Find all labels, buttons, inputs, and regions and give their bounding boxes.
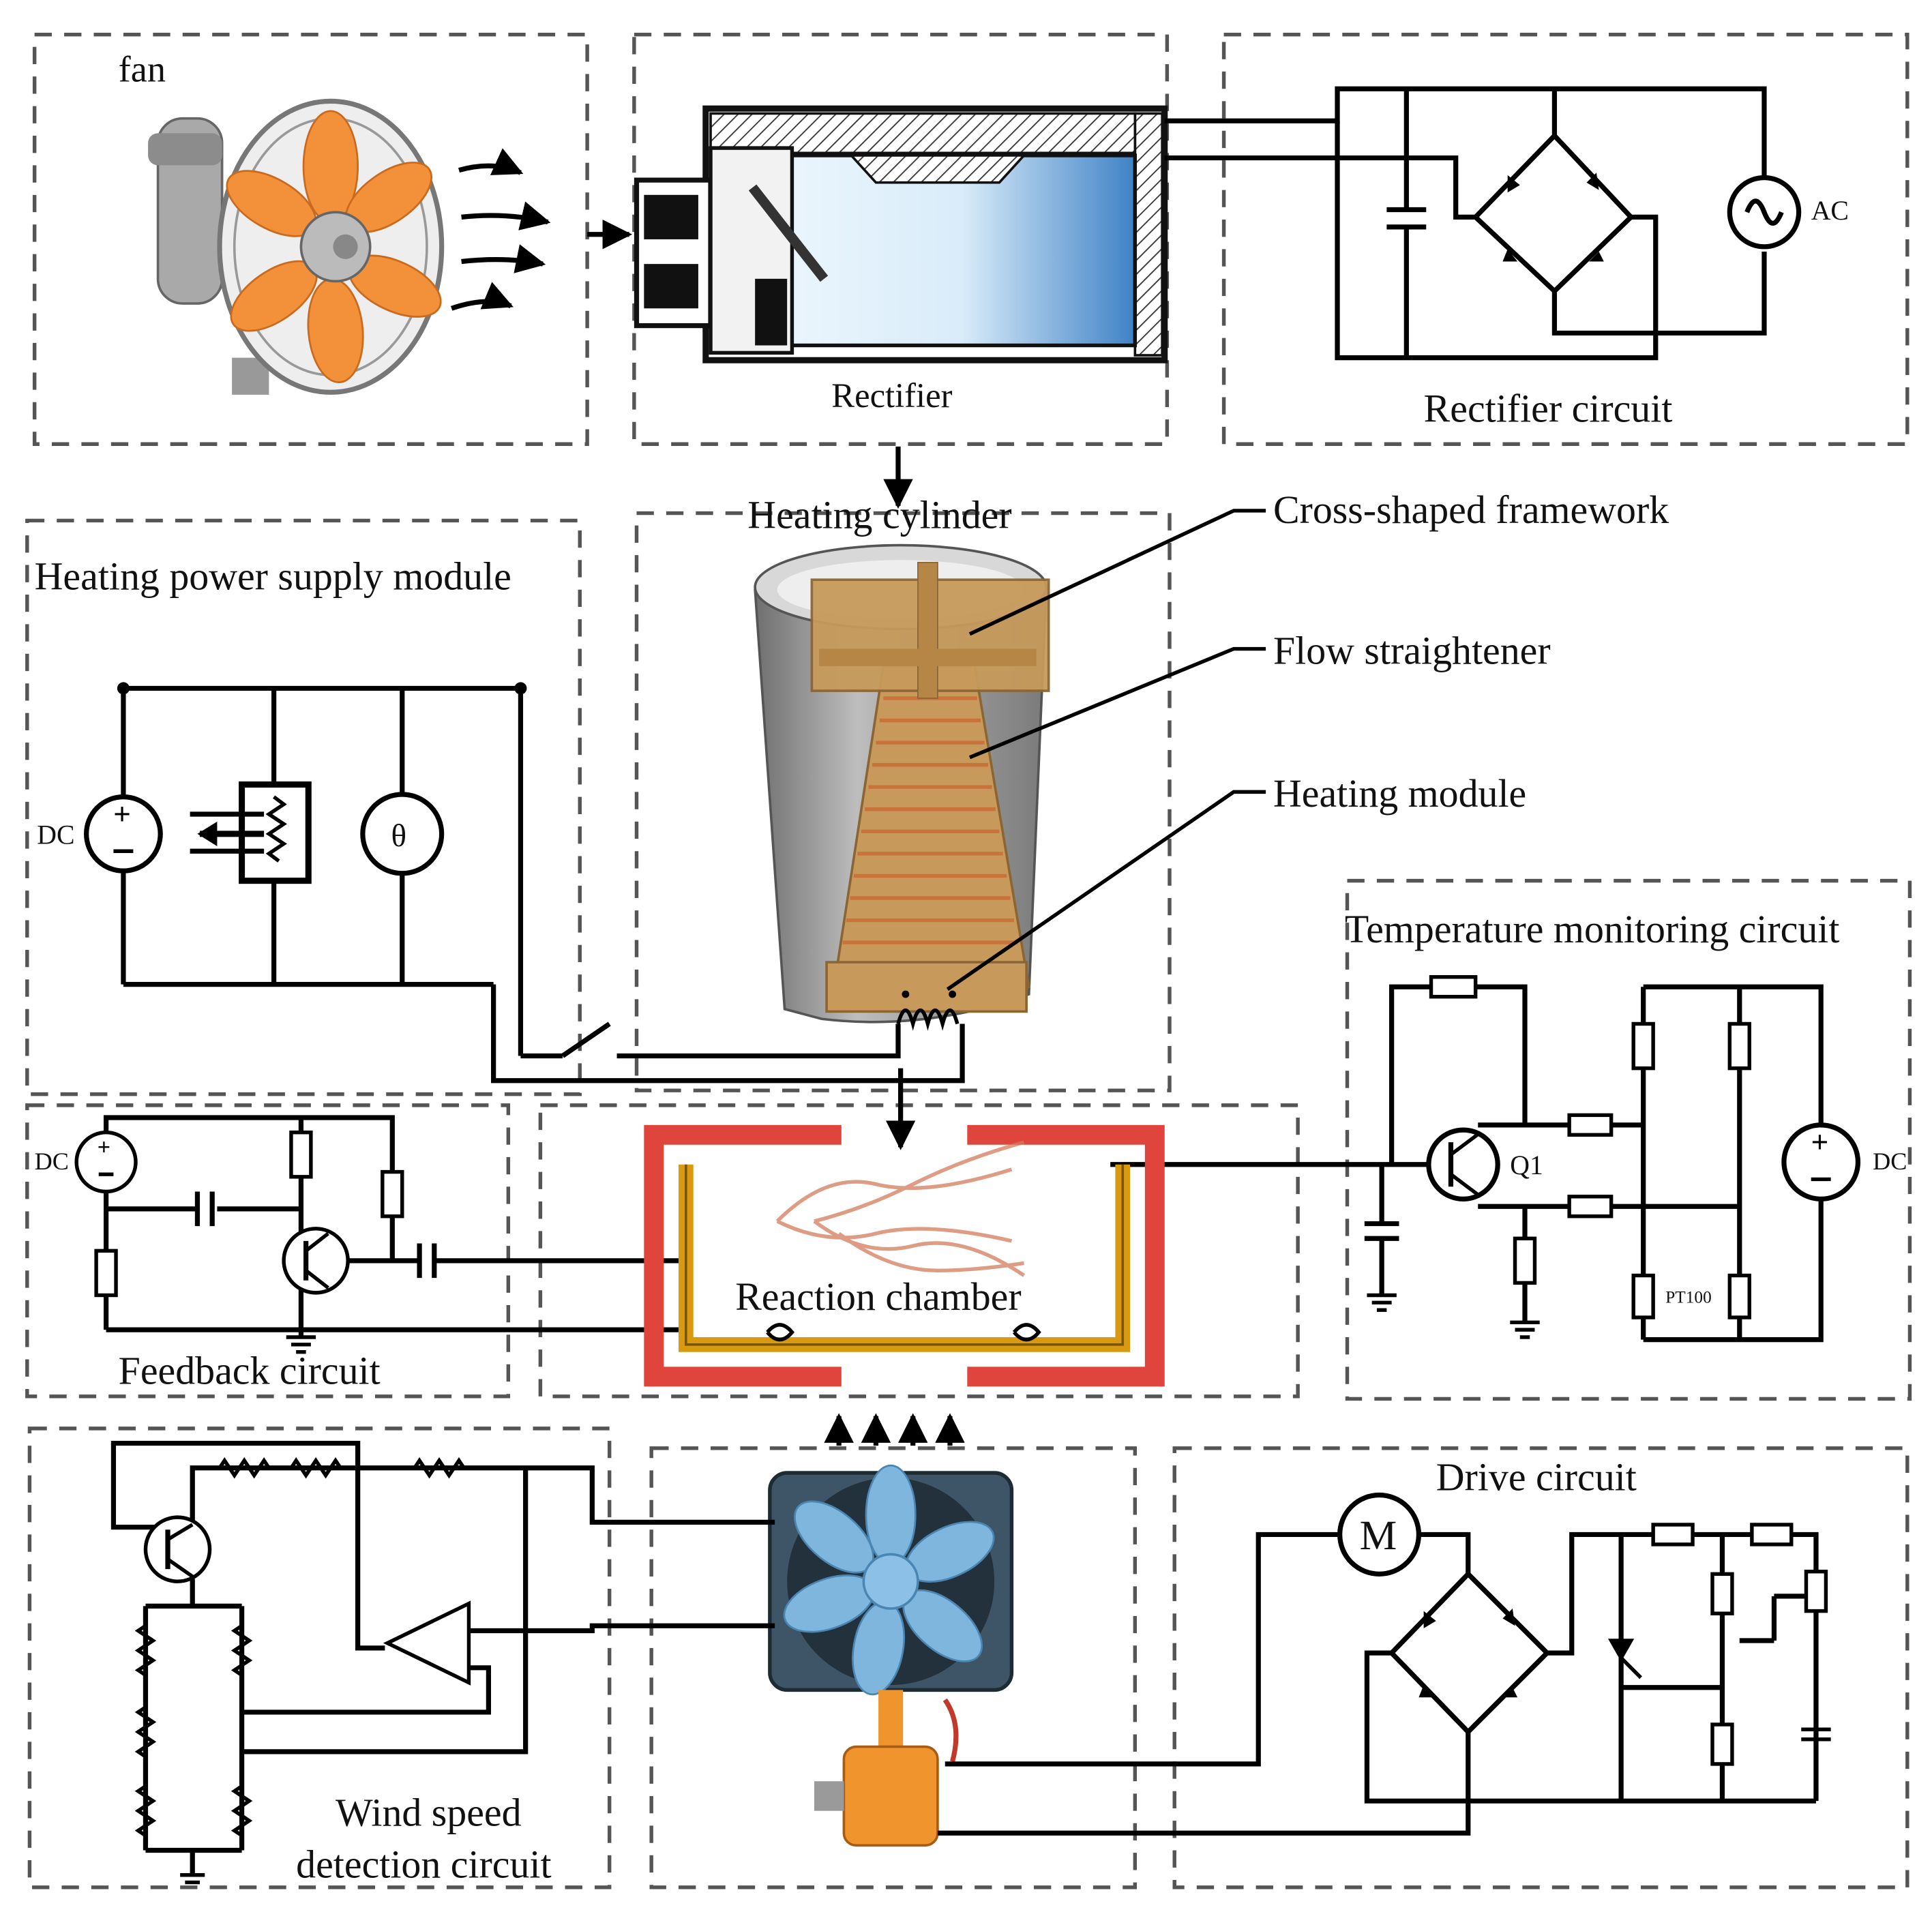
drive-circuit-box <box>1172 1446 1909 1889</box>
heating-cylinder-label: Heating cylinder <box>747 492 1011 537</box>
rectifier-wires <box>1164 86 1767 220</box>
motor-label: M <box>1360 1512 1397 1559</box>
theta-label: θ <box>391 818 406 854</box>
dc-label-temperature: DC <box>1873 1148 1907 1175</box>
thyristor-icon <box>1607 1639 1642 1679</box>
feedback-circuit-box <box>25 1103 511 1399</box>
rectifier-group-box <box>632 32 1170 446</box>
fan-label: fan <box>119 48 166 89</box>
chamber-ports <box>766 1323 1041 1342</box>
diode-bridge-icon <box>1418 1608 1518 1698</box>
airflow-arrows <box>450 148 632 311</box>
cooling-airflow-arrows <box>824 1413 965 1446</box>
motor-symbol-icon <box>1337 1492 1422 1577</box>
thermistor-icon <box>190 781 312 884</box>
op-amp-icon <box>383 1600 471 1686</box>
temperature-monitoring-box <box>1345 878 1912 1401</box>
resistor-icon <box>134 1457 466 1838</box>
dc-label-feedback: DC <box>35 1148 69 1175</box>
feedback-circuit-label: Feedback circuit <box>119 1349 381 1393</box>
fan-group-box <box>32 32 589 446</box>
dc-source-icon: + <box>1781 1122 1861 1201</box>
svg-text:+: + <box>98 1135 110 1159</box>
ground-icon <box>180 1873 205 1885</box>
cooling-fan-box <box>649 1446 1138 1889</box>
reaction-chamber-box <box>538 1103 1300 1399</box>
thermometer-gauge-icon <box>360 792 445 876</box>
transistor-icon <box>143 1515 212 1583</box>
rectifier-label: Rectifier <box>831 376 952 415</box>
wind-speed-box <box>27 1426 612 1889</box>
reaction-chamber-label: Reaction chamber <box>735 1274 1021 1319</box>
resistor-icon <box>1429 975 1751 1319</box>
heating-power-supply-schematic <box>121 685 965 1084</box>
flow-straightener-icon <box>825 665 1030 1013</box>
drive-circuit-schematic <box>937 1532 1819 1836</box>
resistor-icon <box>1651 1523 1828 1766</box>
ac-label: AC <box>1811 196 1849 226</box>
cooling-fan-icon <box>768 1464 1014 1696</box>
capacitor-icon <box>1364 1221 1399 1241</box>
dc-label-heating: DC <box>37 820 74 850</box>
wind-speed-label-line2: detection circuit <box>296 1842 551 1886</box>
temperature-monitoring-label: Temperature monitoring circuit <box>1345 907 1840 951</box>
ground-icon <box>1367 1293 1540 1339</box>
cross-shaped-framework-icon <box>810 562 1050 699</box>
axial-fan-icon <box>148 98 445 395</box>
heating-power-supply-label: Heating power supply module <box>35 554 511 599</box>
pt100-label: PT100 <box>1665 1287 1712 1306</box>
svg-text:+: + <box>1811 1126 1828 1159</box>
dc-source-icon: + <box>84 794 163 873</box>
heating-power-supply-box <box>25 518 582 1096</box>
cross-shaped-framework-label: Cross-shaped framework <box>1273 488 1669 532</box>
heating-coil-icon <box>896 990 960 1031</box>
temperature-monitoring-schematic <box>1110 984 1824 1343</box>
resistor-icon <box>94 1130 404 1298</box>
heating-module-label: Heating module <box>1273 771 1526 816</box>
reaction-chamber-icon <box>644 1124 1165 1387</box>
callout-lines <box>946 509 1266 991</box>
capacitor-icon <box>1801 1727 1831 1742</box>
drive-circuit-label: Drive circuit <box>1436 1454 1637 1499</box>
rectifier-device-icon <box>634 105 1168 363</box>
motor-icon <box>814 1690 959 1847</box>
wind-speed-label-line1: Wind speed <box>336 1790 522 1834</box>
rectifier-circuit-schematic <box>1335 89 1767 361</box>
flow-straightener-label: Flow straightener <box>1273 628 1551 672</box>
capacitor-icon <box>194 1191 437 1279</box>
dc-source-icon: + <box>74 1130 138 1194</box>
svg-text:+: + <box>113 798 130 831</box>
rectifier-circuit-label: Rectifier circuit <box>1424 387 1673 431</box>
dna-helix-icon <box>775 1140 1026 1277</box>
feedback-circuit-schematic <box>103 1115 692 1337</box>
q1-label: Q1 <box>1510 1150 1543 1180</box>
diode-bridge-icon <box>1502 173 1604 262</box>
rectifier-circuit-group-box <box>1221 32 1909 446</box>
transistor-icon <box>1426 1127 1500 1201</box>
ac-source-icon <box>1727 175 1802 250</box>
ground-icon <box>286 1335 316 1354</box>
transistor-icon <box>282 1227 350 1295</box>
